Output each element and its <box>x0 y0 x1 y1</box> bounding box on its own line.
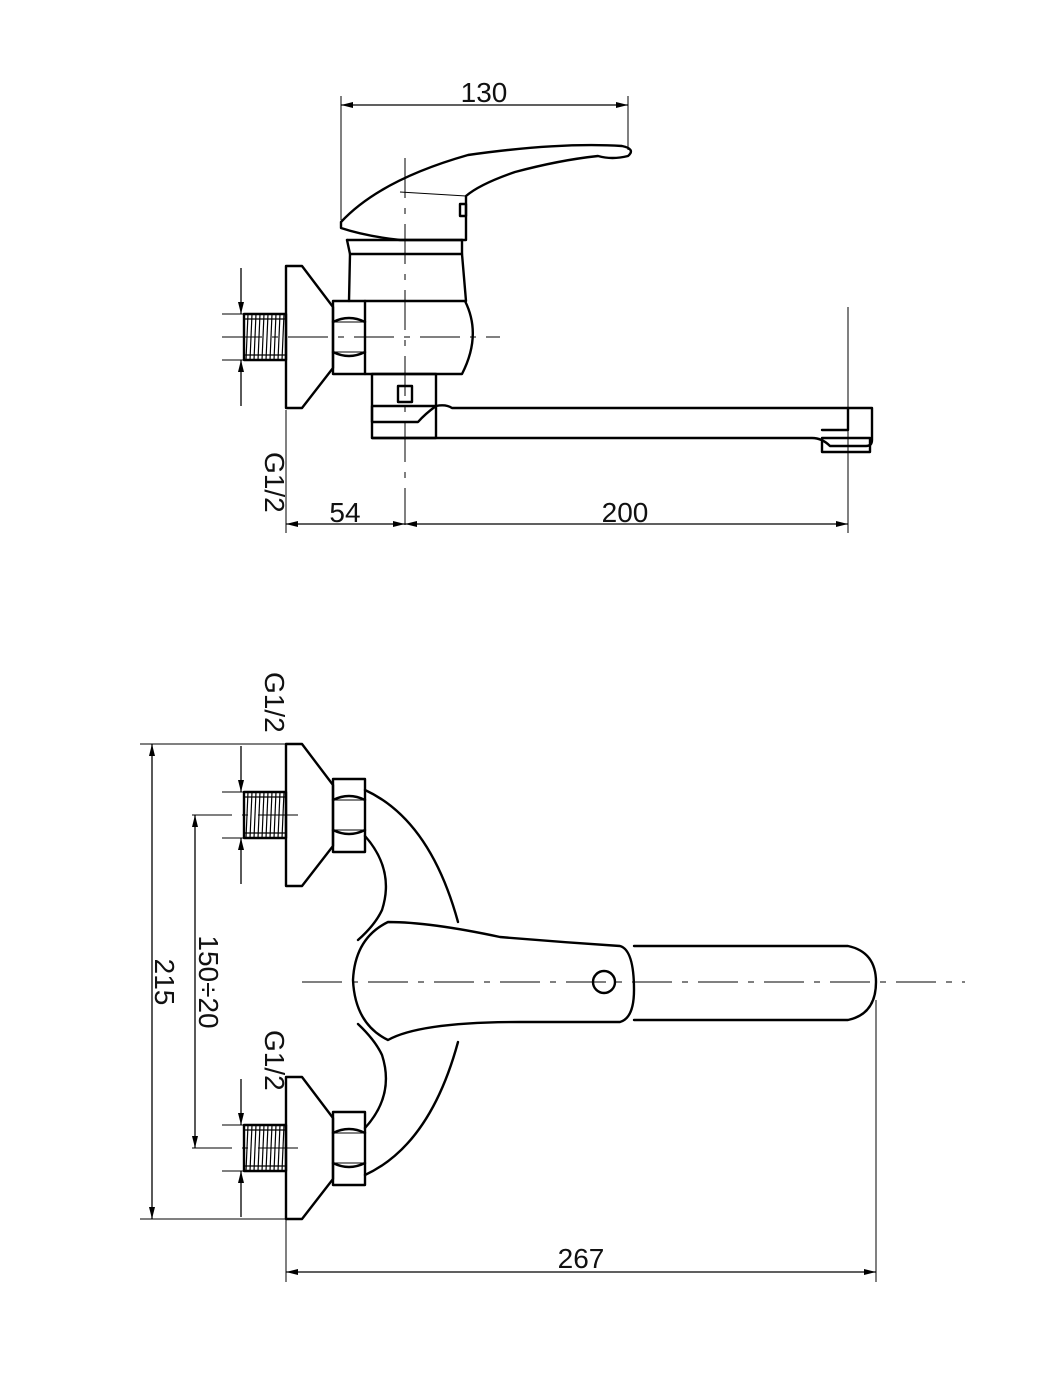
side-view: 130 G1/2 54 200 <box>222 77 874 533</box>
dim-267: 267 <box>285 1000 877 1282</box>
front-top-thread-dim: G1/2 <box>222 672 290 884</box>
front-lever-handle <box>351 920 636 1042</box>
side-valve-body <box>363 299 475 376</box>
side-handle-screw <box>458 202 468 218</box>
dim-150: 150÷20 <box>192 815 224 1148</box>
dim-200-label: 200 <box>602 497 649 528</box>
front-valve-body <box>356 788 460 1177</box>
front-top-thread-label: G1/2 <box>259 672 290 733</box>
dim-215-label: 215 <box>149 959 180 1006</box>
front-bottom-thread-label: G1/2 <box>259 1030 290 1091</box>
side-lever-handle <box>339 143 633 242</box>
dim-215: 215 <box>140 743 286 1220</box>
front-handle-screw <box>591 969 617 995</box>
dim-54-200: 54 200 <box>285 307 849 533</box>
dim-130-label: 130 <box>461 77 508 108</box>
side-thread-label: G1/2 <box>259 452 290 513</box>
front-bottom-thread-dim: G1/2 <box>222 1030 290 1217</box>
dim-130: 130 <box>340 77 629 220</box>
side-cartridge-housing <box>347 252 468 303</box>
side-outlet-block <box>370 372 438 440</box>
front-bottom-connection <box>242 1075 367 1221</box>
dim-54-label: 54 <box>329 497 360 528</box>
side-aerator <box>820 436 872 454</box>
dim-267-label: 267 <box>558 1243 605 1274</box>
side-thread-inlet <box>242 312 288 362</box>
front-view: G1/2 G1/2 215 150÷20 267 <box>140 672 965 1282</box>
side-spout <box>370 404 874 448</box>
front-top-connection <box>242 742 367 888</box>
dim-150-label: 150÷20 <box>193 935 224 1028</box>
side-thread-dim: G1/2 <box>222 268 290 513</box>
